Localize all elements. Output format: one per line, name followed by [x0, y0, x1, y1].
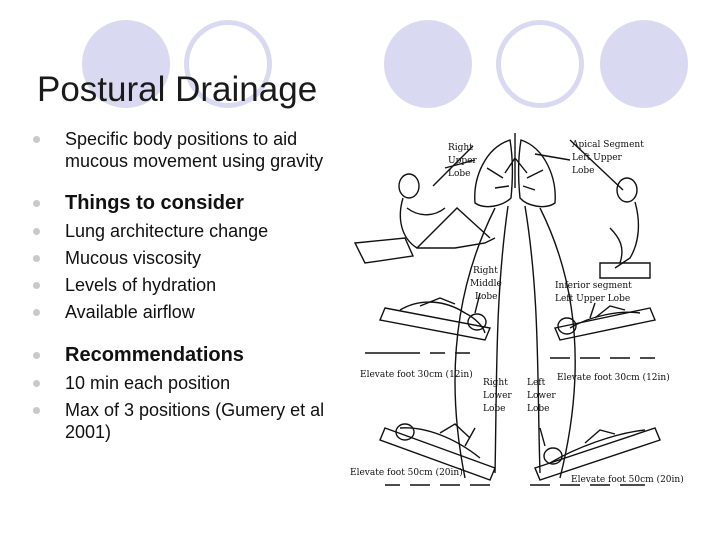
pointer-apical: [534, 153, 571, 161]
lungs-drawing: [474, 133, 556, 208]
bullet-dot: [33, 309, 40, 316]
figure-lying-right: [550, 305, 656, 359]
bullet-text: Levels of hydration: [65, 275, 217, 295]
bullet-text: Available airflow: [65, 302, 195, 322]
bullet-dot: [33, 200, 40, 207]
arc-left: [454, 207, 496, 479]
label-elevate-30-left: Elevate foot 30cm (12in): [360, 369, 473, 380]
bullet-item: Lung architecture change: [30, 220, 340, 242]
slide-title: Postural Drainage: [37, 70, 318, 109]
label-right-upper-lobe-2: Upper: [448, 156, 477, 166]
pointer-lower-right: [539, 427, 546, 447]
pointer-right-upper: [444, 159, 476, 169]
bullet-dot: [33, 228, 40, 235]
label-right-middle-3: Lobe: [475, 292, 497, 302]
label-apical-2: Left Upper: [572, 153, 623, 163]
label-left-lower-2: Lower: [527, 391, 556, 401]
label-right-lower-3: Lobe: [483, 404, 505, 414]
bullet-dot: [33, 352, 40, 359]
bullet-item: Available airflow: [30, 301, 340, 323]
decor-circle-4: [496, 20, 584, 108]
arc-mid: [494, 205, 509, 474]
bullet-dot: [33, 136, 40, 143]
bullet-dot: [33, 282, 40, 289]
figure-lying-bottom-left: [379, 423, 496, 486]
label-right-lower-1: Right: [483, 378, 508, 388]
arc-mid2: [524, 205, 541, 474]
decor-circle-3: [384, 20, 472, 108]
pointer-lower-left: [464, 427, 476, 447]
decor-circle-5: [600, 20, 688, 108]
bullet-item: Max of 3 positions (Gumery et al 2001): [30, 399, 340, 443]
bullet-text: Mucous viscosity: [65, 248, 202, 268]
label-inferior-2: Left Upper Lobe: [555, 294, 630, 304]
bullet-item: Mucous viscosity: [30, 247, 340, 269]
decor-circle-1: [82, 20, 170, 108]
bullet-text: Lung architecture change: [65, 221, 269, 241]
label-elevate-50-left: Elevate foot 50cm (20in): [350, 467, 463, 478]
label-right-middle-2: Middle: [470, 279, 502, 289]
pointer-inferior: [589, 302, 596, 319]
bullet-text: Things to consider: [65, 192, 244, 214]
label-elevate-50-right: Elevate foot 50cm (20in): [571, 474, 684, 485]
label-elevate-30-right: Elevate foot 30cm (12in): [557, 372, 670, 383]
bullet-dot: [33, 380, 40, 387]
label-left-lower-3: Lobe: [527, 404, 549, 414]
label-right-upper-lobe-3: Lobe: [448, 169, 470, 179]
bullet-dot: [33, 407, 40, 414]
label-right-lower-2: Lower: [483, 391, 512, 401]
pointer-rul-figure: [432, 145, 474, 187]
bullet-item: 10 min each position: [30, 372, 340, 394]
label-left-lower-1: Left: [527, 378, 546, 388]
bullet-text: Max of 3 positions (Gumery et al 2001): [65, 400, 325, 442]
pointer-apical-figure: [569, 139, 624, 191]
bullet-item: Recommendations: [30, 344, 340, 366]
bullet-item: Things to consider: [30, 192, 340, 214]
arc-right: [539, 207, 576, 479]
label-inferior-1: Inferior segment: [555, 281, 632, 291]
label-right-upper-lobe-1: Right: [448, 143, 473, 153]
figure-lying-left: [365, 297, 491, 354]
bullet-dot: [33, 255, 40, 262]
bullet-item: Specific body positions to aid mucous mo…: [30, 128, 340, 172]
label-apical-1: Apical Segment: [571, 140, 644, 150]
figure-seated-right: [599, 177, 651, 279]
bullet-text: 10 min each position: [65, 373, 231, 393]
decor-circle-2: [184, 20, 272, 108]
pointer-middle-left: [474, 292, 481, 314]
bullet-text: Specific body positions to aid mucous mo…: [65, 129, 324, 171]
bullet-list: Specific body positions to aid mucous mo…: [30, 128, 340, 443]
label-right-middle-1: Right: [473, 266, 498, 276]
figure-seated-left: [353, 173, 496, 264]
label-apical-3: Lobe: [572, 166, 594, 176]
postural-drainage-illustration: Right Upper Lobe Apical Segment Left Upp…: [350, 133, 684, 486]
bullet-text: Recommendations: [65, 344, 244, 366]
bullet-item: Levels of hydration: [30, 274, 340, 296]
figure-lying-bottom-right: [530, 427, 661, 486]
